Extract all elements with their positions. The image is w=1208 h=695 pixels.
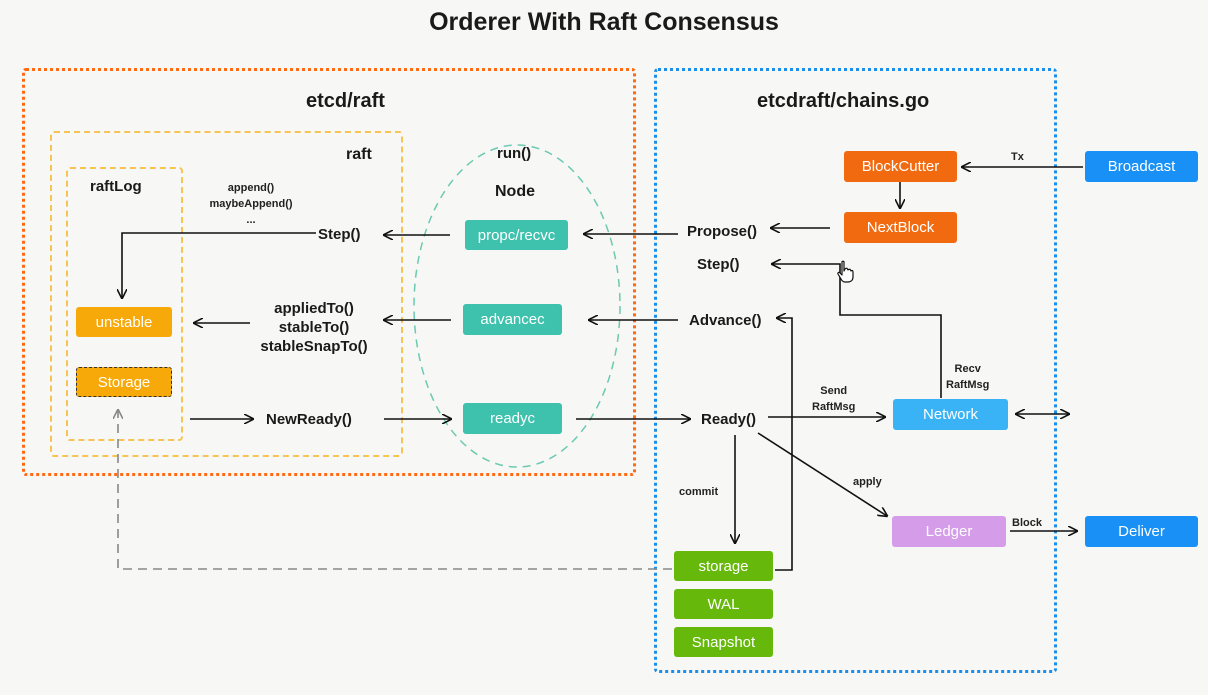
- etcdraft-frame: [654, 68, 1057, 673]
- blockcutter-box: BlockCutter: [844, 151, 957, 182]
- readyc-box: readyc: [463, 403, 562, 434]
- storage-wal-box: storage: [674, 551, 773, 581]
- recv-to-step-arrow: [772, 264, 942, 398]
- etcd-raft-frame: [22, 68, 636, 476]
- hand-cursor-icon: [837, 260, 854, 283]
- etcdraft-label: etcdraft/chains.go: [757, 90, 930, 112]
- ready-fn: Ready(): [701, 411, 757, 428]
- storage-box: Storage: [76, 367, 172, 397]
- apply-label: apply: [853, 476, 882, 488]
- network-box: Network: [893, 399, 1008, 430]
- node-run-label: run(): [497, 145, 532, 162]
- apply-arrow: [757, 432, 887, 516]
- storage-persist-arrow: [118, 410, 672, 570]
- block-label: Block: [1012, 517, 1042, 529]
- ledger-box: Ledger: [892, 516, 1006, 547]
- unstable-box: unstable: [76, 307, 172, 337]
- raft-step-fn: Step(): [318, 226, 361, 243]
- advancec-box: advancec: [463, 304, 562, 335]
- chain-step-fn: Step(): [697, 256, 740, 273]
- new-ready-fn: NewReady(): [266, 411, 352, 428]
- tx-label: Tx: [1011, 151, 1024, 163]
- wal-box: WAL: [674, 589, 773, 619]
- storage-to-advance-arrow: [775, 318, 793, 571]
- applied-fns: appliedTo() stableTo() stableSnapTo(): [260, 300, 368, 355]
- raft-label: raft: [346, 146, 372, 163]
- send-raftmsg-label: Send RaftMsg: [812, 385, 856, 413]
- append-fns: append() maybeAppend() ...: [209, 182, 293, 226]
- raftlog-label: raftLog: [90, 178, 142, 195]
- diagram-title: Orderer With Raft Consensus: [429, 8, 779, 36]
- raft-frame: [50, 131, 403, 457]
- nextblock-box: NextBlock: [844, 212, 957, 243]
- raftlog-frame: [66, 167, 183, 441]
- commit-label: commit: [679, 486, 719, 498]
- snapshot-box: Snapshot: [674, 627, 773, 657]
- node-ellipse: [413, 144, 621, 468]
- propc-recvc-box: propc/recvc: [465, 220, 568, 250]
- node-label: Node: [495, 183, 535, 200]
- broadcast-box: Broadcast: [1085, 151, 1198, 182]
- propose-fn: Propose(): [687, 223, 758, 240]
- deliver-box: Deliver: [1085, 516, 1198, 547]
- step-to-unstable-arrow: [122, 232, 316, 298]
- etcd-raft-label: etcd/raft: [306, 90, 385, 112]
- advance-fn: Advance(): [689, 312, 762, 329]
- recv-raftmsg-label: Recv RaftMsg: [946, 363, 990, 391]
